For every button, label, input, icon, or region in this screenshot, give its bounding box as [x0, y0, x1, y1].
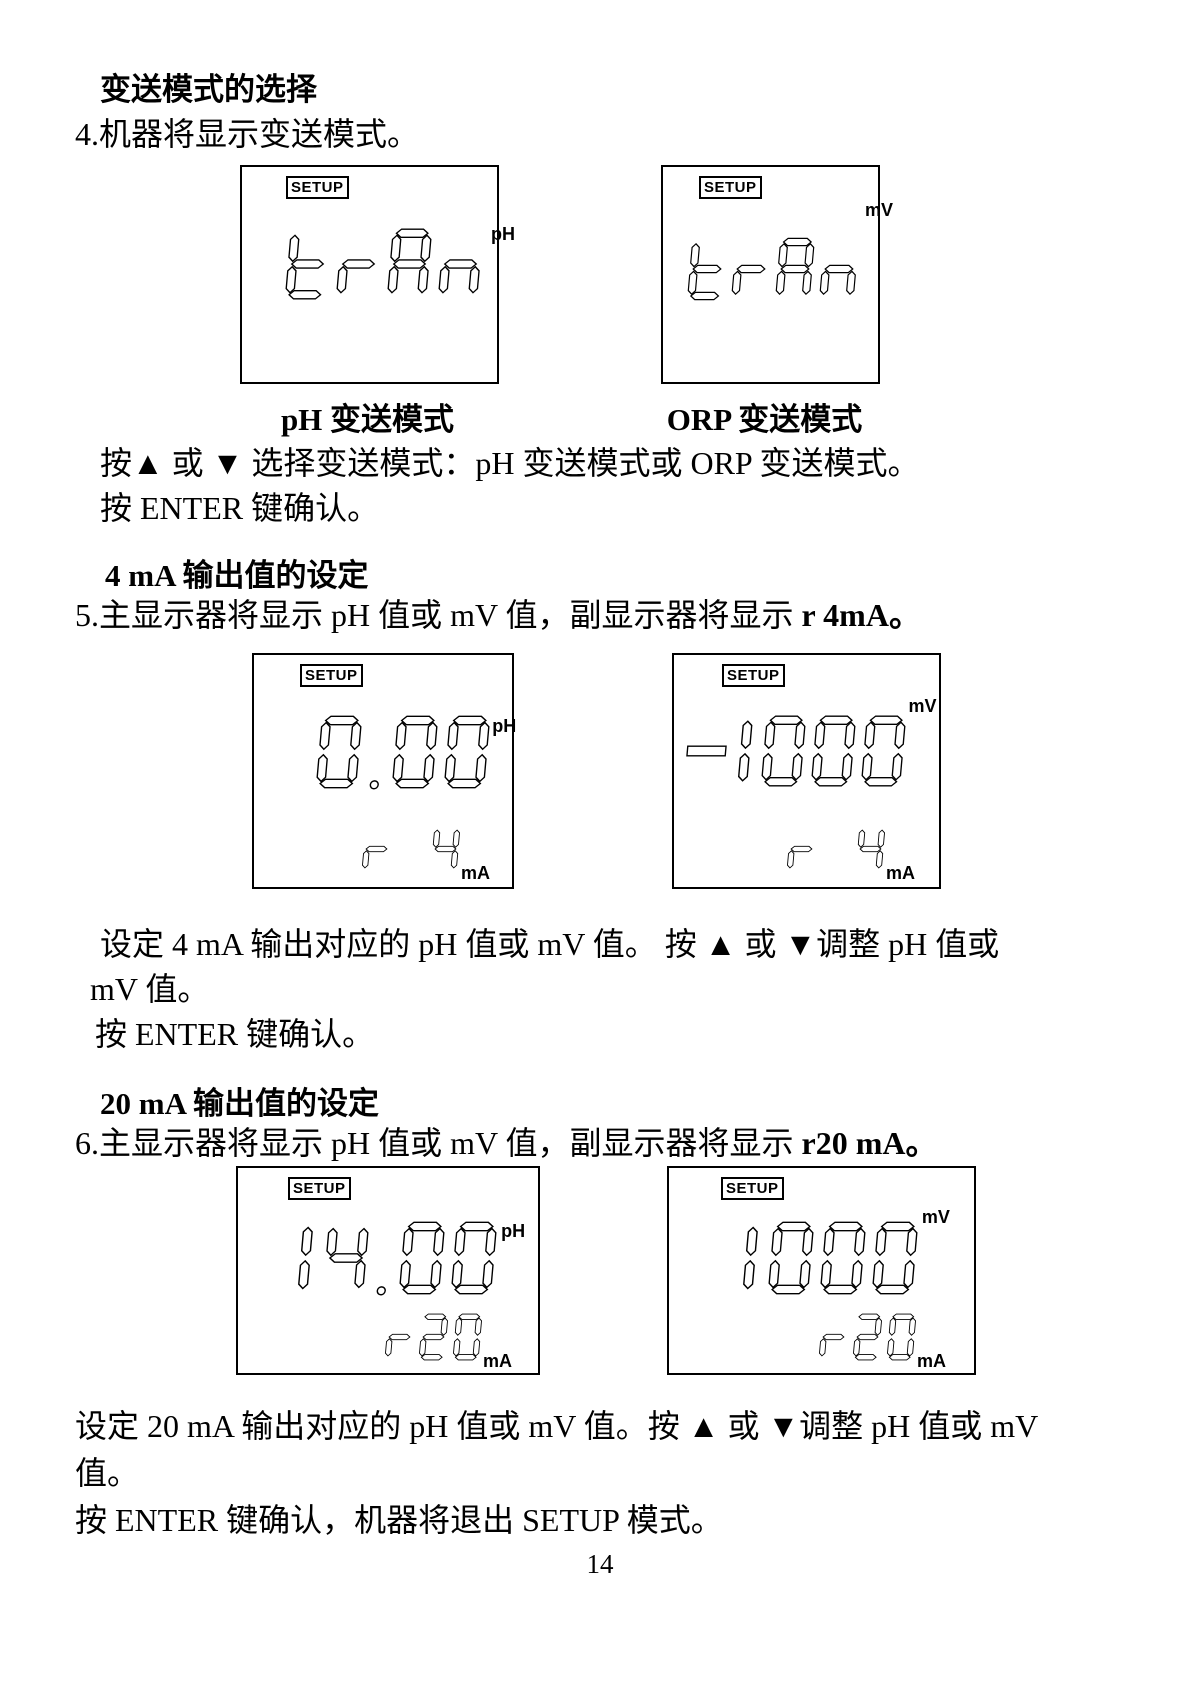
section-heading-20ma: 20 mA 输出值的设定 [100, 1086, 379, 1121]
setup-indicator: SETUP [286, 176, 349, 199]
lcd-row-transmit: SETUP pH SETUP mV [75, 165, 1125, 384]
step-5-highlight: r 4mA。 [801, 597, 921, 633]
unit-label-ma: mA [885, 863, 915, 883]
instruction-select-mode: 按▲ 或 ▼ 选择变送模式：pH 变送模式或 ORP 变送模式。 [100, 445, 920, 481]
unit-label-mv: mV [921, 1207, 950, 1227]
unit-label-mv: mV [908, 696, 937, 716]
setup-indicator: SETUP [699, 176, 762, 199]
lcd-panel-ph-20ma: SETUP pH mA [236, 1166, 540, 1375]
seven-segment-main-display [685, 219, 862, 319]
step-5-text: 5.主显示器将显示 pH 值或 mV 值，副显示器将显示 r 4mA。 [75, 593, 1125, 638]
instruction-press-enter: 按 ENTER 键确认。 [100, 490, 380, 526]
unit-label-ph: pH [491, 224, 515, 244]
caption-row: pH 变送模式 ORP 变送模式 [75, 399, 1125, 441]
setup-indicator: SETUP [288, 1177, 351, 1200]
instruction-press-enter-exit: 按 ENTER 键确认，机器将退出 SETUP 模式。 [75, 1502, 723, 1538]
seven-segment-main-display [737, 1210, 920, 1306]
setup-indicator: SETUP [722, 664, 785, 687]
unit-label-ma: mA [916, 1351, 946, 1371]
unit-label-ma: mA [482, 1351, 512, 1371]
lcd-panel-ph-transmit: SETUP pH [240, 165, 515, 384]
lcd-panel-orp-4ma: SETUP mV mA [672, 653, 941, 889]
instruction-mv-value: mV 值。 [90, 971, 210, 1007]
step-5-prefix: 5.主显示器将显示 pH 值或 mV 值，副显示器将显示 [75, 597, 802, 633]
setup-indicator: SETUP [300, 664, 363, 687]
instruction-press-enter: 按 ENTER 键确认。 [95, 1016, 375, 1052]
unit-label-ph: pH [492, 716, 517, 736]
instruction-value: 值。 [75, 1455, 140, 1491]
unit-label-ma: mA [460, 863, 490, 883]
section-heading-4ma: 4 mA 输出值的设定 [105, 558, 369, 593]
unit-label-mv: mV [865, 200, 894, 220]
seven-segment-sub-display [817, 1307, 917, 1367]
lcd-row-20ma: SETUP pH mA SETUP mV mA [75, 1166, 1125, 1375]
seven-segment-main-display [292, 1210, 500, 1306]
instruction-set-4ma: 设定 4 mA 输出对应的 pH 值或 mV 值。 按 ▲ 或 ▼调整 pH 值… [100, 926, 1000, 962]
step-4-text: 4.机器将显示变送模式。 [75, 116, 420, 152]
instruction-set-20ma: 设定 20 mA 输出对应的 pH 值或 mV 值。按 ▲ 或 ▼调整 pH 值… [75, 1408, 1039, 1444]
caption-orp-transmit-mode: ORP 变送模式 [666, 402, 863, 437]
seven-segment-sub-display [383, 1307, 483, 1367]
step-6-prefix: 6.主显示器将显示 pH 值或 mV 值，副显示器将显示 [75, 1125, 802, 1161]
seven-segment-main-display [682, 701, 909, 801]
lcd-row-4ma: SETUP pH mA SETUP mV mA [75, 653, 1125, 889]
seven-segment-main-display [283, 213, 486, 315]
lcd-panel-orp-20ma: SETUP mV mA [667, 1166, 976, 1375]
seven-segment-sub-display [360, 819, 462, 879]
lcd-panel-orp-transmit: SETUP mV [661, 165, 893, 384]
setup-indicator: SETUP [721, 1177, 784, 1200]
step-6-text: 6.主显示器将显示 pH 值或 mV 值，副显示器将显示 r20 mA。 [75, 1121, 1125, 1166]
seven-segment-main-display [314, 703, 493, 801]
caption-ph-transmit-mode: pH 变送模式 [280, 402, 455, 437]
seven-segment-sub-display [785, 819, 887, 879]
page-number: 14 [586, 1549, 614, 1579]
step-6-highlight: r20 mA。 [801, 1125, 938, 1161]
unit-label-ph: pH [501, 1221, 526, 1241]
section-heading-transmit-mode: 变送模式的选择 [100, 72, 317, 107]
lcd-panel-ph-4ma: SETUP pH mA [252, 653, 517, 889]
